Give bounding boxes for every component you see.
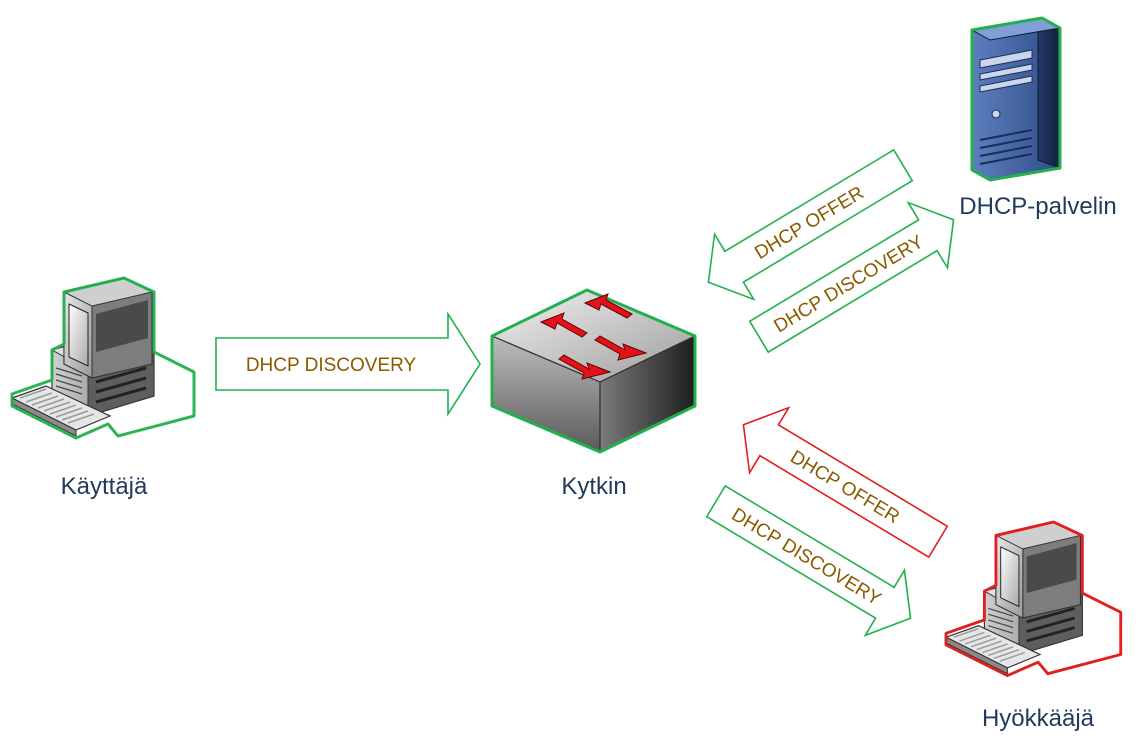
switch-arrows-icon [539,293,648,380]
server-label: DHCP-palvelin [959,193,1116,220]
arrow-label-user-discovery: DHCP DISCOVERY [246,355,417,376]
attacker-computer-icon [944,520,1123,678]
attacker-label: Hyökkääjä [982,705,1095,732]
switch-label: Kytkin [561,473,626,500]
arrow-label-attacker-discovery: DHCP DISCOVERY [728,504,885,610]
arrow-user-to-switch: DHCP DISCOVERY [215,311,481,417]
arrow-label-attacker-offer: DHCP OFFER [786,447,902,528]
server-tower-icon [970,16,1062,182]
user-computer-icon [10,276,196,440]
arrow-label-server-offer: DHCP OFFER [751,183,867,264]
switch-icon [490,288,697,454]
user-label: Käyttäjä [61,473,148,500]
